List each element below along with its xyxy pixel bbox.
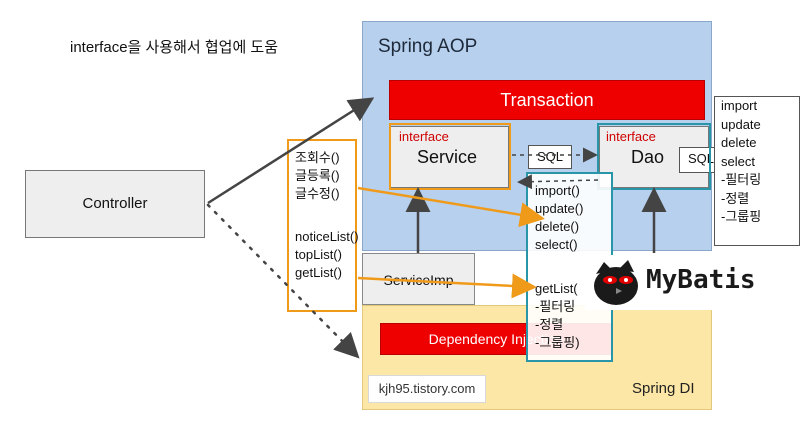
- sql-operation: -그룹핑: [721, 209, 762, 224]
- dao-method: import(): [535, 183, 580, 198]
- service-method: getList(): [295, 265, 342, 280]
- sql-operation: -필터링: [721, 172, 762, 187]
- sql-operation: delete: [721, 135, 757, 150]
- sql-operation: import: [721, 98, 758, 113]
- dao-getlist-line: -필터링: [535, 299, 576, 314]
- dao-box: interface Dao: [599, 126, 709, 188]
- service-method: 글수정(): [295, 186, 340, 201]
- service-method: topList(): [295, 247, 342, 262]
- dao-getlist-line: -정렬: [535, 317, 564, 332]
- mybatis-bird-icon: [594, 260, 638, 305]
- sql-operation: -정렬: [721, 190, 750, 206]
- getlist-to-dao-getlist-arrow: [357, 273, 537, 299]
- service-highlight-frame: [389, 123, 511, 190]
- service-box: interface Service: [389, 126, 509, 188]
- dao-name: Dao: [631, 147, 665, 167]
- service-name: Service: [417, 147, 478, 167]
- controller-to-di-dotted-arrow: [206, 203, 360, 359]
- spring-aop-title: Spring AOP: [378, 36, 478, 57]
- dao-method: delete(): [535, 219, 580, 234]
- dao-interface-label: interface: [606, 129, 656, 144]
- watermark: kjh95.tistory.com: [368, 375, 486, 403]
- dao-method: select(): [535, 237, 578, 252]
- top-note: interface을 사용해서 협업에 도움: [70, 39, 279, 56]
- dao-to-impl-dotted-line: [517, 174, 599, 190]
- transaction-bar: Transaction: [389, 80, 705, 120]
- spring-di-title: Spring DI: [632, 380, 695, 397]
- service-method: 글등록(): [295, 168, 340, 183]
- sql-box-service: SQL: [528, 145, 572, 169]
- sql-operation: update: [721, 116, 761, 132]
- controller-box: Controller: [25, 170, 205, 238]
- dao-getlist-line: getList(: [535, 281, 578, 296]
- service-method: 조회수(): [295, 150, 340, 165]
- mybatis-label: MyBatis: [646, 265, 756, 295]
- service-methods-to-dao-arrow: [357, 186, 545, 228]
- sql-operations-list: import update delete select -필터링 -정렬 -그룹…: [714, 96, 800, 246]
- sql-operation: select: [721, 153, 755, 169]
- dao-method: update(): [535, 201, 584, 216]
- controller-to-aop-arrow: [207, 97, 375, 205]
- service-interface-label: interface: [399, 129, 449, 144]
- dao-getlist-line: -그룹핑): [535, 335, 580, 350]
- service-methods-box: 조회수() 글등록() 글수정() noticeList() topList()…: [287, 139, 359, 312]
- service-method: noticeList(): [295, 229, 359, 244]
